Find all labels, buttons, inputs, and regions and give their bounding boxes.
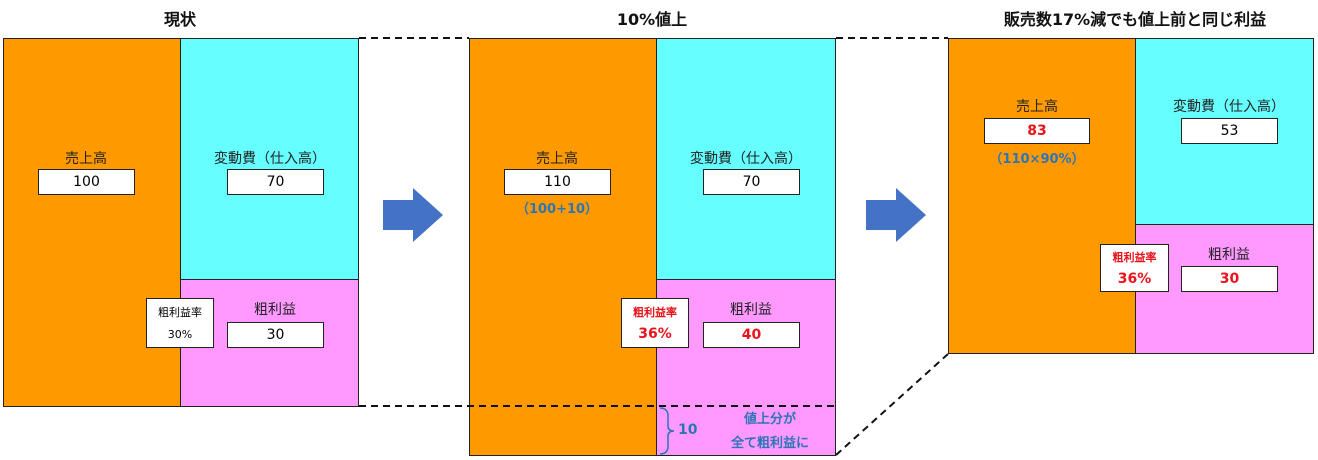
margin-rate-value: 36% xyxy=(1117,271,1152,287)
panel-title-price-up: 10%値上 xyxy=(616,10,688,29)
margin-rate-value: 30% xyxy=(167,328,193,341)
right-arrow-icon xyxy=(383,188,443,242)
profit-value: 30 xyxy=(1181,266,1278,292)
sales-label: 売上高 xyxy=(65,151,107,167)
brace-icon xyxy=(659,407,675,455)
profit-label: 粗利益 xyxy=(254,302,296,318)
profit-value: 30 xyxy=(227,322,324,348)
sales-value: 100 xyxy=(38,169,135,195)
variable-cost-block xyxy=(656,38,836,280)
margin-rate-label: 粗利益率 xyxy=(633,306,677,319)
cost-value: 70 xyxy=(227,169,324,195)
right-arrow-icon xyxy=(866,188,926,242)
sales-label: 売上高 xyxy=(536,151,578,167)
cost-label: 変動費（仕入高） xyxy=(690,151,802,167)
increase-note-line1: 値上分が xyxy=(743,412,796,427)
margin-rate-box: 粗利益率 30% xyxy=(146,298,214,348)
sales-note: （110×90%） xyxy=(989,152,1085,167)
panel-title-volume-down: 販売数17%減でも値上前と同じ利益 xyxy=(1003,10,1267,29)
sales-block xyxy=(469,38,657,456)
margin-rate-box: 粗利益率 36% xyxy=(621,298,689,348)
dashed-connector xyxy=(835,353,949,456)
margin-rate-value: 36% xyxy=(638,326,672,342)
cost-label: 変動費（仕入高） xyxy=(1173,99,1285,115)
sales-block xyxy=(948,38,1136,354)
sales-value: 110 xyxy=(504,169,611,195)
increase-value: 10 xyxy=(678,422,698,438)
cost-value: 70 xyxy=(703,169,800,195)
variable-cost-block xyxy=(180,38,359,280)
sales-label: 売上高 xyxy=(1016,99,1058,115)
margin-rate-label: 粗利益率 xyxy=(158,306,202,319)
cost-value: 53 xyxy=(1181,118,1278,144)
profit-value: 40 xyxy=(703,322,800,348)
profit-label: 粗利益 xyxy=(730,302,772,318)
increase-note-line2: 全て粗利益に xyxy=(730,436,809,451)
panel-title-current: 現状 xyxy=(163,10,196,29)
cost-label: 変動費（仕入高） xyxy=(214,151,326,167)
sales-value: 83 xyxy=(984,118,1090,144)
margin-rate-label: 粗利益率 xyxy=(1112,251,1157,264)
sales-note: （100+10） xyxy=(515,202,599,217)
margin-rate-box: 粗利益率 36% xyxy=(1100,244,1169,292)
profit-label: 粗利益 xyxy=(1208,247,1250,263)
